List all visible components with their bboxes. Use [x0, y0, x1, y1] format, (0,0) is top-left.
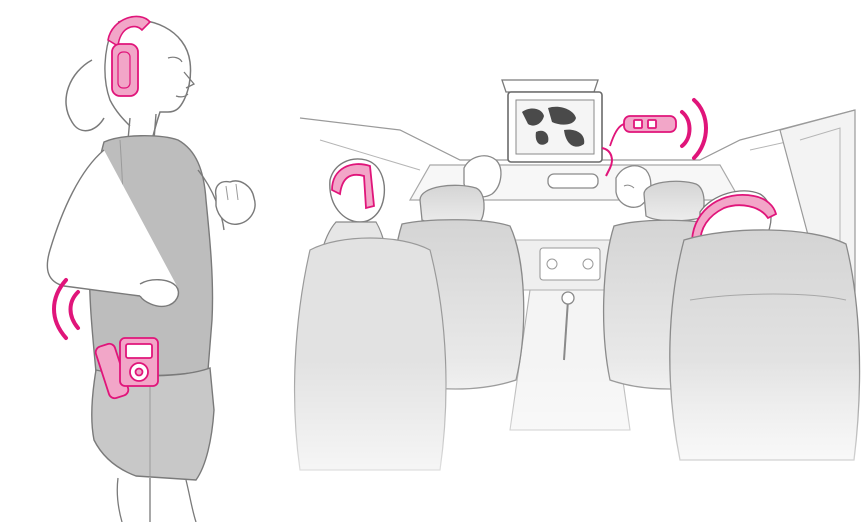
car-signal-waves-icon [682, 100, 706, 158]
runner-illustration [0, 0, 280, 522]
car-interior-panel [280, 0, 865, 522]
runner-fist [216, 181, 255, 224]
car-transmitter [610, 116, 676, 146]
runner-ponytail [66, 60, 104, 131]
runner-legs [117, 478, 196, 522]
car-interior-illustration [280, 0, 865, 522]
bottom-fade [280, 360, 865, 522]
runner-signal-waves-icon [54, 280, 78, 338]
runner-panel [0, 0, 280, 522]
car-rear-entertainment-screen [502, 80, 602, 162]
car-rearview-mirror [548, 174, 598, 188]
